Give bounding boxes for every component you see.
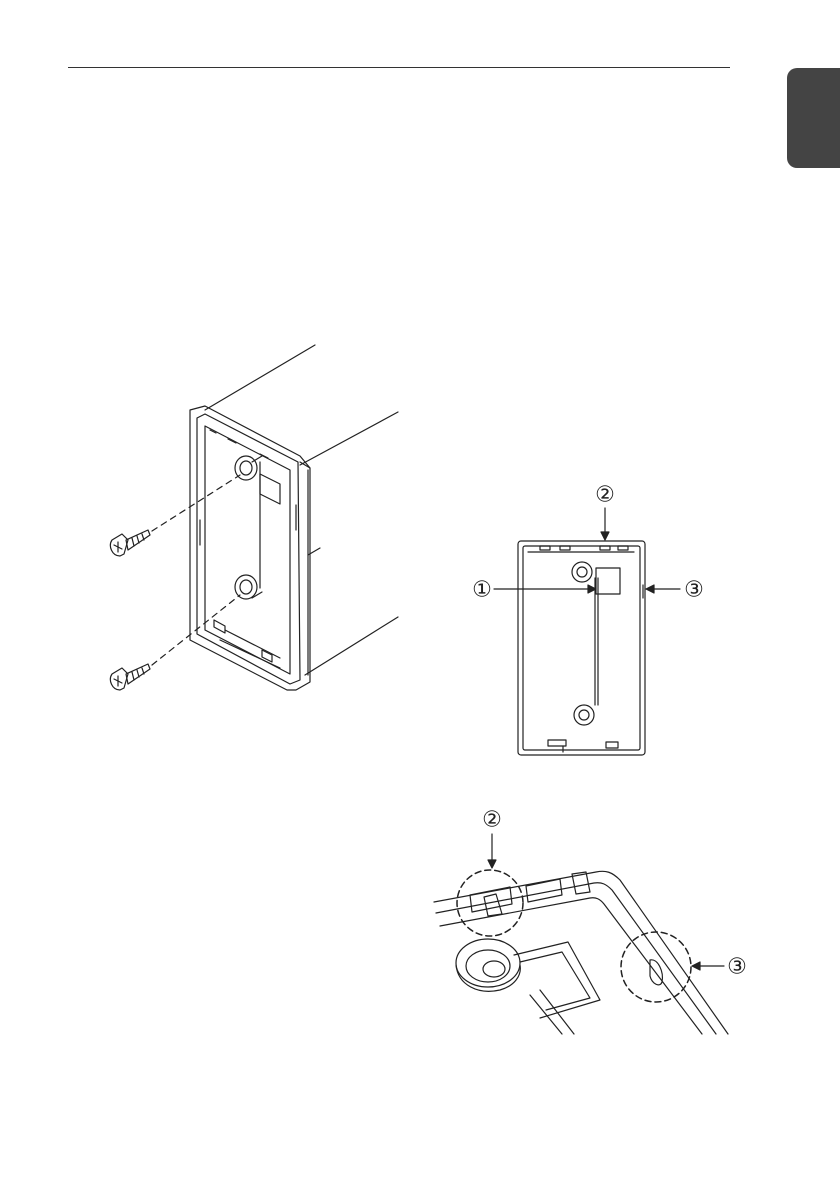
figure-wall-mount — [110, 345, 398, 690]
callout-2: ② — [595, 482, 615, 507]
figure-plate-front — [494, 508, 680, 755]
callout-3-detail: ③ — [727, 954, 747, 979]
figure-detail — [434, 834, 728, 1034]
callout-1: ① — [472, 577, 492, 602]
callout-2-detail: ② — [482, 807, 502, 832]
callout-3: ③ — [684, 577, 704, 602]
